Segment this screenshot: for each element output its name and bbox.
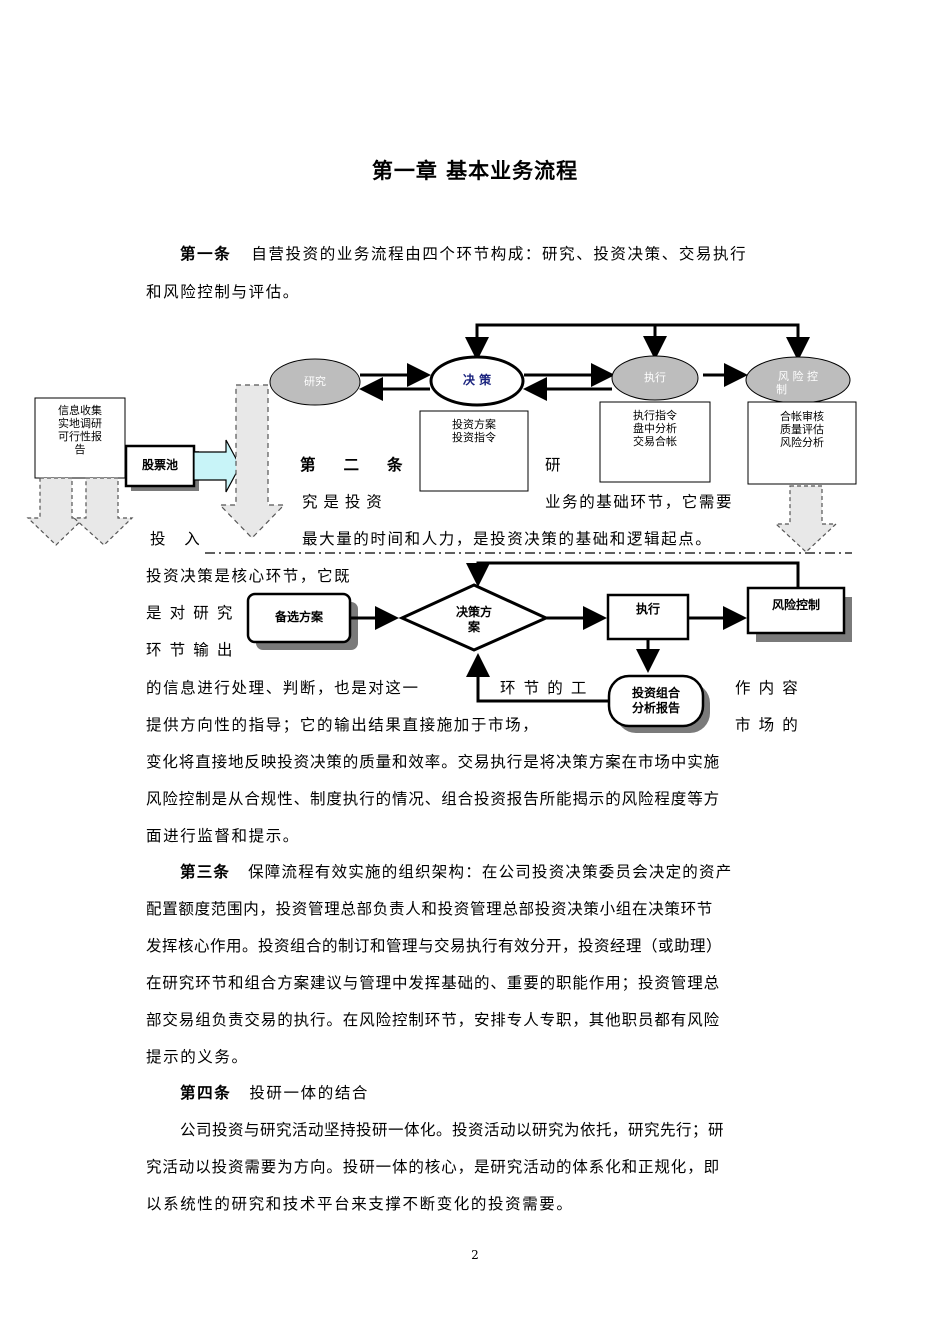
page-title: 第一章 基本业务流程	[371, 159, 579, 183]
output-arrow-left	[26, 477, 86, 546]
article-2-frag-a: 投资决策是核心环节，它既	[146, 567, 352, 585]
decision-detail-text: 投资方案 投资指令	[452, 418, 496, 444]
article-2-frag-jiu: 究 是 投 资	[302, 493, 383, 511]
article-1-line-2: 和风险控制与评估。	[146, 283, 300, 301]
execute-box-2	[606, 593, 690, 641]
article-2-frag-d3: 作 内 容	[735, 679, 800, 697]
risk-box-2	[746, 586, 846, 635]
execute-label-2: 执行	[635, 602, 660, 616]
info-box	[34, 397, 126, 479]
article-2-head: 第二条	[300, 456, 403, 474]
article-2-line-f: 变化将直接地反映投资决策的质量和效率。交易执行是将决策方案在市场中实施	[146, 753, 721, 771]
article-4-line-1: 第四条投研一体的结合	[180, 1084, 370, 1102]
research-node	[269, 358, 361, 406]
execute-node	[611, 355, 699, 401]
article-4-line-2: 公司投资与研究活动坚持投研一体化。投资活动以研究为依托，研究先行；研	[180, 1121, 725, 1139]
stock-pool-label: 股票池	[141, 458, 178, 472]
risk-label-2: 风险控制	[771, 598, 820, 612]
decision-node	[429, 355, 525, 407]
report-to-decision-arrow	[466, 653, 609, 703]
page-number: 2	[471, 1248, 479, 1262]
article-3-line-6: 提示的义务。	[146, 1048, 249, 1066]
article-2-frag-b: 是 对 研 究	[146, 604, 234, 622]
info-box-text: 信息收集 实地调研 可行性报 告	[58, 404, 102, 456]
article-2-frag-e2: 市 场 的	[735, 716, 800, 734]
feedback-loop-line	[475, 323, 810, 361]
article-1-head: 第一条	[180, 245, 232, 263]
article-2-frag-d2: 环 节 的 工	[500, 679, 588, 697]
article-3-line-5: 部交易组负责交易的执行。在风险控制环节，安排专人专职，其他职员都有风险	[146, 1011, 721, 1029]
article-2-frag-c: 环 节 输 出	[146, 641, 234, 659]
risk-detail-box	[747, 401, 857, 485]
stock-pool-box	[124, 444, 196, 488]
feedback-loop-2	[466, 561, 800, 588]
execute-detail-box	[599, 401, 711, 483]
decision-plan-label: 决策方 案	[455, 605, 492, 634]
article-2-frag-tou: 投 入	[150, 530, 202, 548]
article-3-line-2: 配置额度范围内，投资管理总部负责人和投资管理总部投资决策小组在决策环节	[146, 900, 714, 918]
article-2-frag-e1: 提供方向性的指导；它的输出结果直接施加于市场，	[146, 716, 540, 734]
article-2-frag-yan: 研	[545, 456, 563, 474]
input-arrow	[218, 384, 286, 539]
article-3-line-4: 在研究环节和组合方案建议与管理中发挥基础的、重要的职能作用；投资管理总	[146, 974, 721, 992]
article-2-frag-zui: 最大量的时间和人力，是投资决策的基础和逻辑起点。	[302, 530, 713, 548]
stock-pool-arrow	[193, 439, 241, 493]
report-label: 投资组合 分析报告	[631, 686, 680, 715]
article-2-line-h: 面进行监督和提示。	[146, 827, 300, 845]
article-4-line-3: 究活动以投资需要为方向。投研一体的核心，是研究活动的体系化和正规化，即	[146, 1158, 721, 1176]
risk-label: 风 险 控 制	[776, 370, 818, 396]
article-3-line-1: 第三条保障流程有效实施的组织架构：在公司投资决策委员会决定的资产	[180, 863, 733, 881]
article-3-line-3: 发挥核心作用。投资组合的制订和管理与交易执行有效分开，投资经理（或助理）	[146, 937, 723, 955]
execute-label: 执行	[644, 371, 666, 384]
article-2-frag-ye: 业务的基础环节，它需要	[545, 493, 734, 511]
decision-label: 决 策	[462, 373, 492, 387]
article-4-line-4: 以系统性的研究和技术平台来支撑不断变化的投资需要。	[146, 1195, 574, 1213]
execute-detail-text: 执行指令 盘中分析 交易合帐	[633, 409, 677, 448]
article-2-frag-d1: 的信息进行处理、判断，也是对这一	[146, 679, 420, 697]
decision-plan-diamond	[398, 583, 550, 652]
article-2-line-g: 风险控制是从合规性、制度执行的情况、组合投资报告所能揭示的风险程度等方	[146, 790, 721, 808]
decision-detail-box	[419, 410, 529, 492]
risk-detail-text: 合帐审核 质量评估 风险分析	[780, 410, 824, 449]
article-1-line-1: 第一条自营投资的业务流程由四个环节构成：研究、投资决策、交易执行	[180, 245, 748, 263]
risk-output-arrow	[774, 485, 838, 553]
output-arrow-middle	[72, 477, 134, 546]
research-label: 研究	[304, 375, 326, 388]
article-4-head: 第四条	[180, 1084, 232, 1102]
article-3-head: 第三条	[180, 863, 231, 881]
alt-plan-label: 备选方案	[274, 610, 323, 624]
